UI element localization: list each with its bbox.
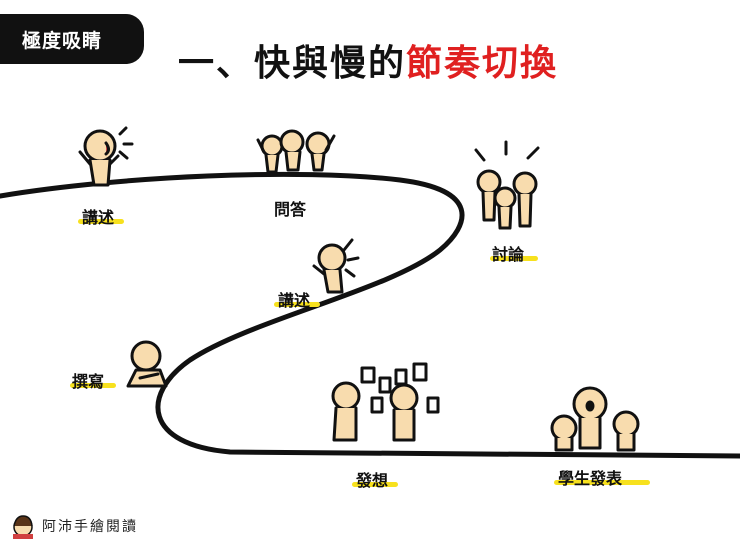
highlight-writing: [70, 383, 116, 388]
label-presentation: 學生發表: [558, 469, 623, 488]
title-accent: 節奏切換: [406, 43, 559, 84]
highlight-lecture-mid: [274, 302, 320, 307]
lecturer-figure-top: [78, 126, 134, 187]
highlight-lecture-top: [78, 219, 124, 224]
brand-footer: 阿沛手繪閱讀: [10, 512, 138, 540]
highlight-presentation: [554, 480, 650, 485]
title-main: 一、快與慢的: [178, 43, 407, 84]
label-writing: 撰寫: [72, 372, 105, 391]
brand-text: 阿沛手繪閱讀: [42, 519, 138, 535]
avatar-icon: [13, 515, 33, 539]
label-lecture-top: 講述: [82, 208, 115, 227]
label-qa: 問答: [274, 200, 307, 219]
lecturer-figure-mid: [312, 238, 360, 294]
highlight-discussion: [490, 256, 538, 261]
label-discussion: 討論: [492, 245, 525, 264]
brainstorm-group-figure: [331, 362, 440, 442]
label-brainstorm: 發想: [356, 471, 389, 490]
label-lecture-mid: 講述: [278, 291, 311, 310]
writer-figure: [126, 340, 168, 388]
page-title: 一、快與慢的節奏切換: [178, 34, 558, 86]
presentation-group-figure: [550, 386, 640, 452]
topic-badge: 極度吸睛: [0, 14, 144, 64]
discussion-group-figure: [474, 140, 540, 230]
qa-group-figure: [256, 129, 336, 174]
highlight-brainstorm: [352, 482, 398, 487]
